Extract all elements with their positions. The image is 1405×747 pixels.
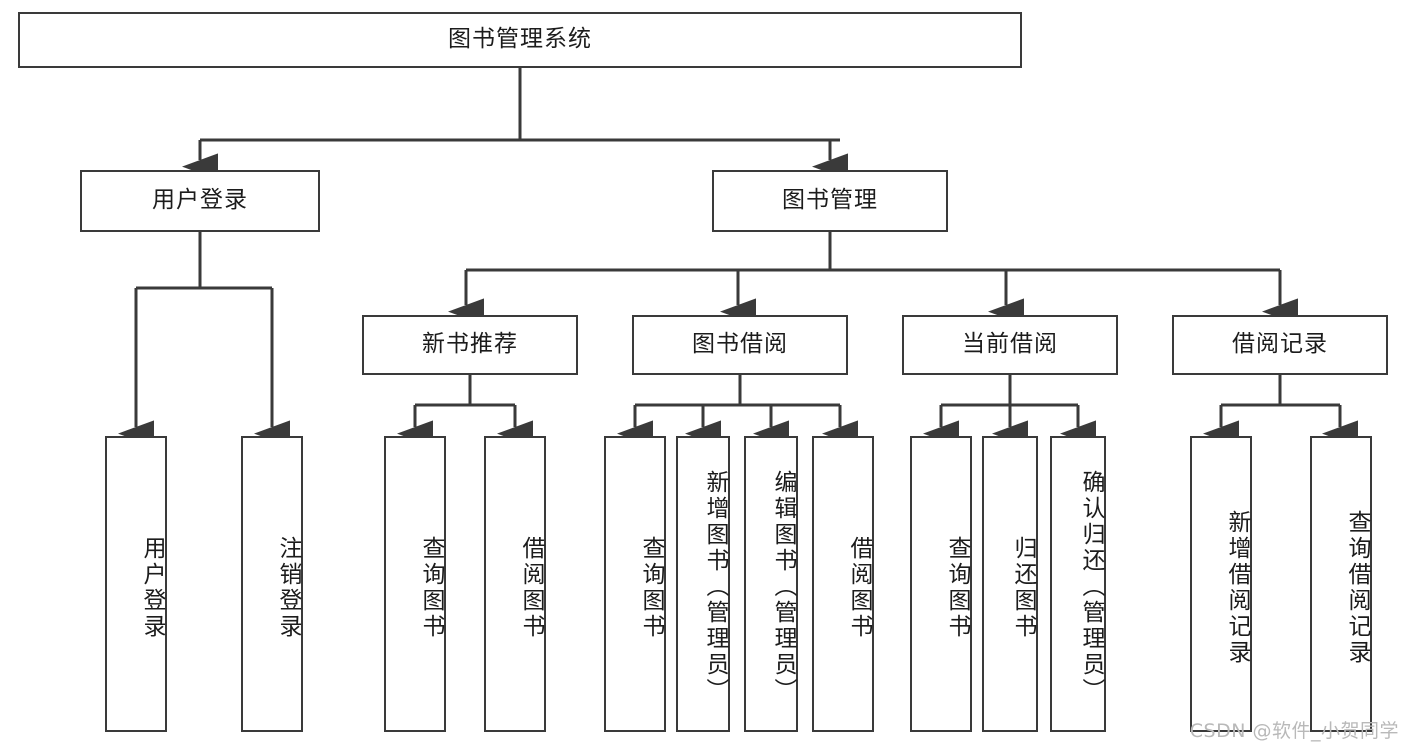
node-label: 查询图书 [944, 536, 970, 640]
node-current-borrowing[interactable]: 当前借阅 [902, 315, 1118, 375]
node-new-book-recommendation[interactable]: 新书推荐 [362, 315, 578, 375]
node-book-borrowing[interactable]: 图书借阅 [632, 315, 848, 375]
leaf-borrow-edit-book-admin[interactable]: 编辑图书（管理员） [744, 436, 798, 732]
leaf-user-login-signin[interactable]: 用户登录 [105, 436, 167, 732]
node-borrowing-record[interactable]: 借阅记录 [1172, 315, 1388, 375]
node-label: 图书管理系统 [448, 26, 592, 53]
node-label: 查询图书 [418, 536, 444, 640]
node-label: 借阅图书 [518, 536, 544, 640]
node-label: 图书借阅 [692, 331, 788, 358]
node-root-book-management-system[interactable]: 图书管理系统 [18, 12, 1022, 68]
node-label: 注销登录 [275, 536, 301, 640]
node-label: 确认归还（管理员） [1078, 470, 1104, 704]
node-label: 图书管理 [782, 187, 878, 214]
node-book-management[interactable]: 图书管理 [712, 170, 948, 232]
leaf-borrow-query-book[interactable]: 查询图书 [604, 436, 666, 732]
node-label: 借阅图书 [846, 536, 872, 640]
node-label: 查询借阅记录 [1344, 510, 1370, 666]
leaf-record-query-borrow-record[interactable]: 查询借阅记录 [1310, 436, 1372, 732]
node-label: 新增借阅记录 [1224, 510, 1250, 666]
node-label: 用户登录 [152, 187, 248, 214]
node-label: 新书推荐 [422, 331, 518, 358]
node-label: 用户登录 [139, 536, 165, 640]
leaf-record-add-borrow-record[interactable]: 新增借阅记录 [1190, 436, 1252, 732]
leaf-new-book-query[interactable]: 查询图书 [384, 436, 446, 732]
leaf-current-confirm-return-admin[interactable]: 确认归还（管理员） [1050, 436, 1106, 732]
leaf-new-book-borrow[interactable]: 借阅图书 [484, 436, 546, 732]
node-label: 查询图书 [638, 536, 664, 640]
node-label: 当前借阅 [962, 331, 1058, 358]
node-label: 新增图书（管理员） [702, 470, 728, 704]
node-label: 借阅记录 [1232, 331, 1328, 358]
leaf-borrow-borrow-book[interactable]: 借阅图书 [812, 436, 874, 732]
leaf-borrow-add-book-admin[interactable]: 新增图书（管理员） [676, 436, 730, 732]
leaf-current-query-book[interactable]: 查询图书 [910, 436, 972, 732]
node-label: 编辑图书（管理员） [770, 470, 796, 704]
node-label: 归还图书 [1010, 536, 1036, 640]
leaf-current-return-book[interactable]: 归还图书 [982, 436, 1038, 732]
leaf-user-login-signout[interactable]: 注销登录 [241, 436, 303, 732]
node-user-login[interactable]: 用户登录 [80, 170, 320, 232]
